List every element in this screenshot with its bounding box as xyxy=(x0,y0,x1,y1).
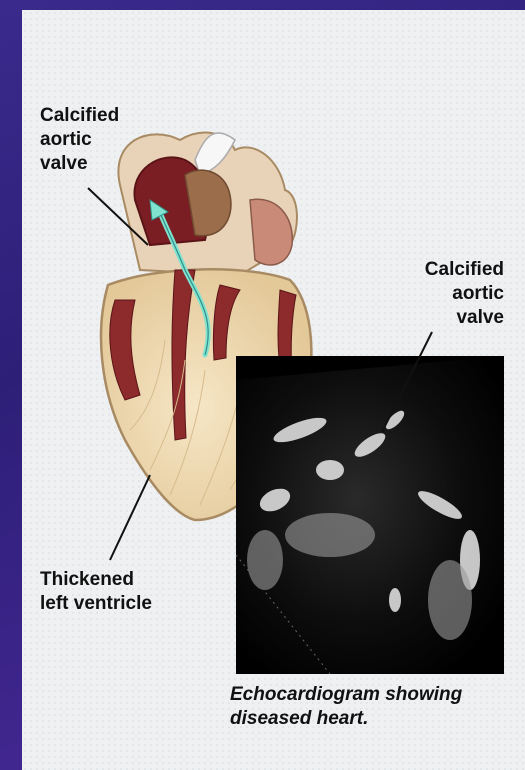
leader-line-ventricle xyxy=(110,475,150,560)
echocardiogram-caption: Echocardiogram showing diseased heart. xyxy=(230,683,520,731)
label-calcified-aortic-valve-right: Calcified aortic valve xyxy=(400,258,504,330)
echocardiogram-image xyxy=(236,356,504,674)
label-thickened-left-ventricle: Thickened left ventricle xyxy=(40,568,152,616)
label-calcified-aortic-valve-left: Calcified aortic valve xyxy=(40,104,119,176)
